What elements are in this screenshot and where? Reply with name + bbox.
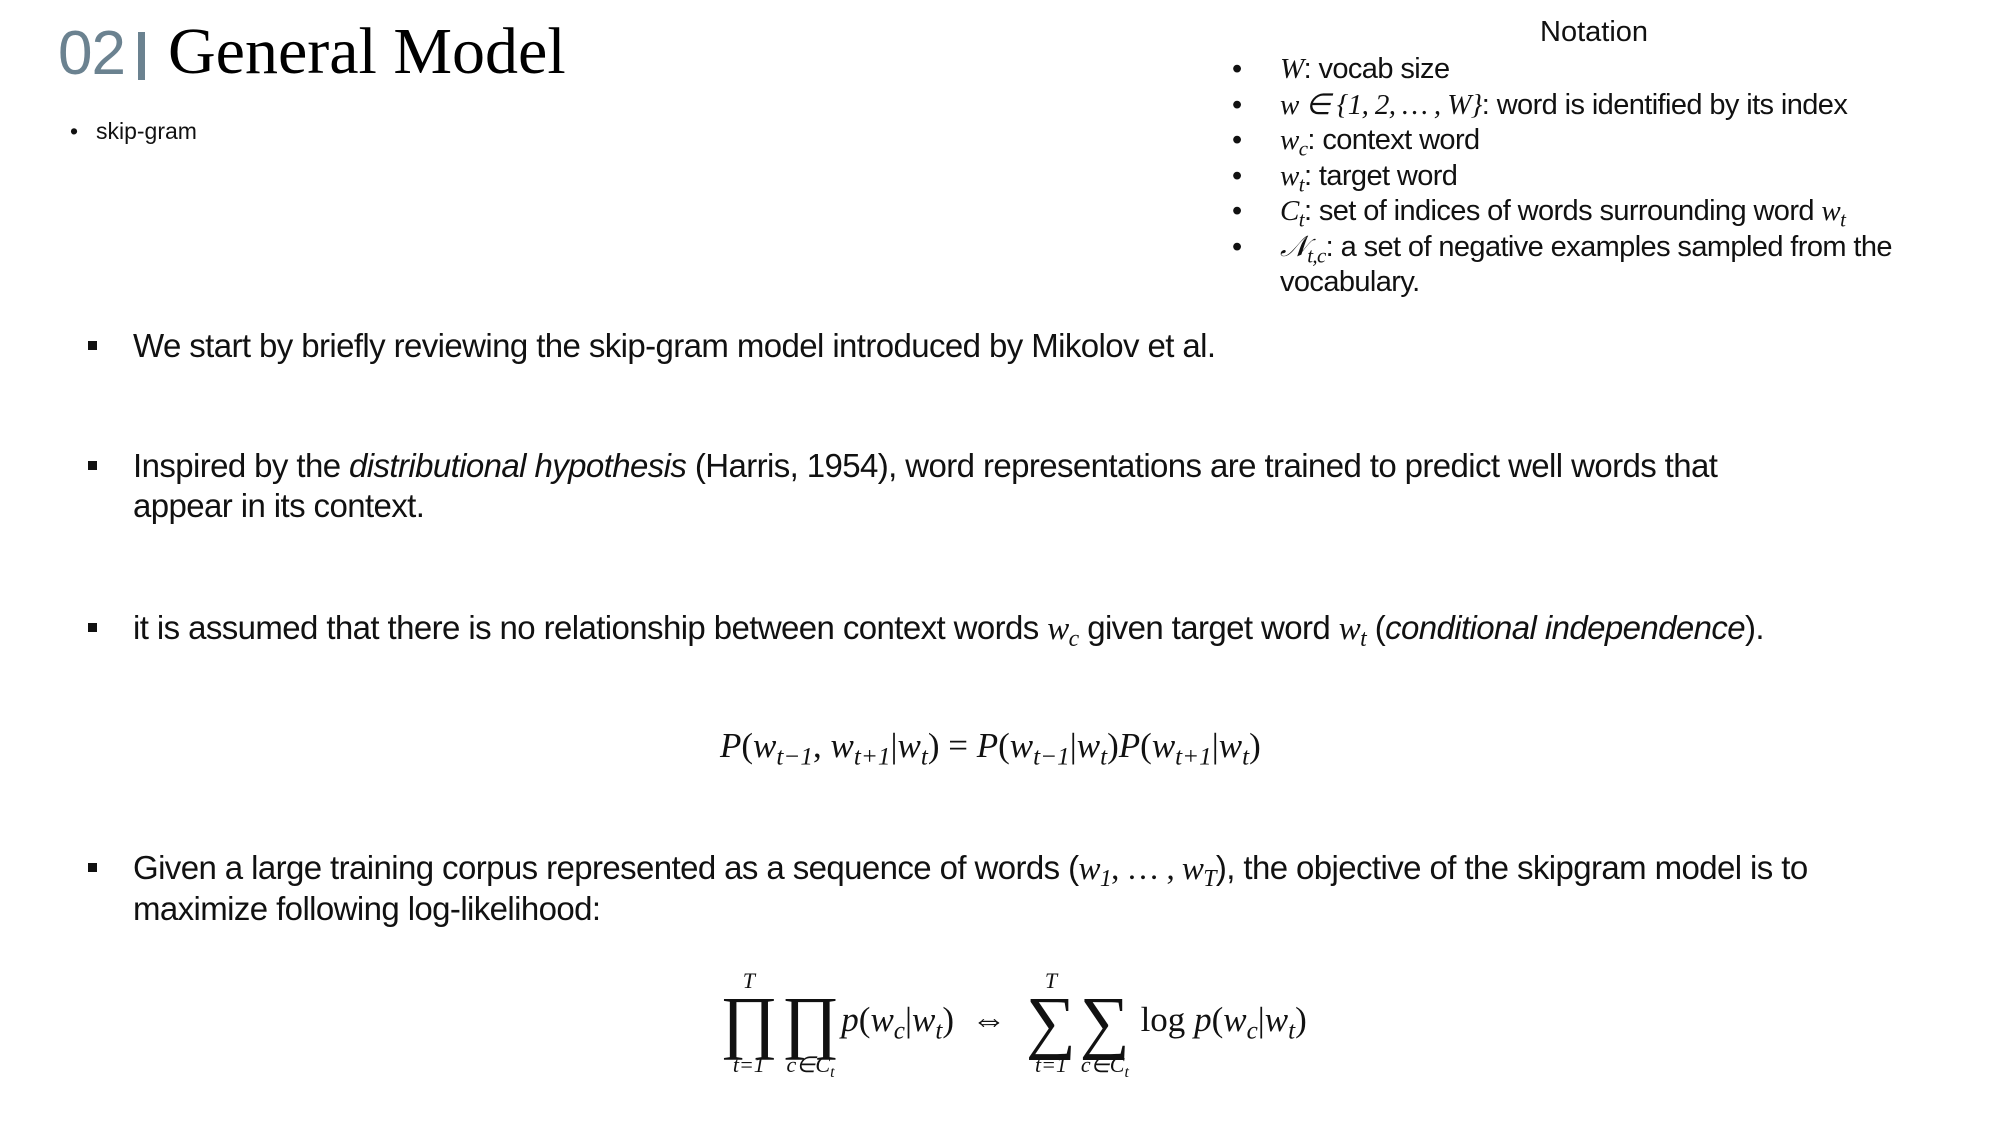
symbol: w	[1280, 159, 1299, 192]
symbol: C	[1280, 195, 1299, 227]
bullet-text: Given a large training corpus represente…	[133, 848, 1808, 929]
symbol: w	[1280, 124, 1299, 156]
bullet-text: We start by briefly reviewing the skip-g…	[133, 327, 1216, 364]
math-symbol: 𝒩t,c	[1280, 230, 1326, 266]
title-divider	[138, 32, 145, 80]
math-wt: wt	[1338, 611, 1367, 653]
item-text: : context word	[1307, 124, 1480, 156]
symbol: w	[1821, 195, 1841, 227]
formula-conditional-independence: P(wt−1, wt+1|wt) = P(wt−1|wt)P(wt+1|wt)	[720, 726, 1261, 771]
emphasis: conditional independence	[1385, 609, 1746, 646]
notation-title: Notation	[1540, 16, 1649, 48]
list-item: • wc: context word	[1232, 123, 1892, 159]
bullet-3: it is assumed that there is no relations…	[88, 608, 1765, 653]
item-text: : set of indices of words surrounding wo…	[1303, 195, 1822, 227]
text: ), the objective of the skipgram model i…	[1215, 849, 1808, 886]
product-operator: T∏t=1	[720, 968, 778, 1077]
item-text: : word is identified by its index	[1481, 88, 1848, 121]
square-bullet-icon	[88, 461, 97, 470]
notation-list: • W: vocab size • w ∈ {1, 2, … , W}: word …	[1232, 52, 1892, 301]
text: Given a large training corpus represente…	[133, 849, 1079, 886]
square-bullet-icon	[88, 863, 97, 872]
bullet-icon: •	[70, 118, 79, 144]
list-item: • 𝒩t,c: a set of negative examples sample…	[1232, 230, 1892, 301]
formula-1: P	[720, 726, 742, 765]
text: appear in its context.	[133, 487, 425, 524]
emphasis: distributional hypothesis	[349, 447, 687, 484]
subscript: t	[1298, 171, 1305, 196]
subscript: t,c	[1307, 242, 1326, 267]
text: maximize following log-likelihood:	[133, 890, 601, 927]
bullet-icon: •	[1232, 124, 1242, 156]
sum-operator: ∑c∈Ct	[1079, 984, 1130, 1081]
text: (Harris, 1954), word representations are…	[686, 447, 1718, 484]
text: given target word	[1078, 609, 1339, 646]
text: Inspired by the	[133, 447, 350, 484]
square-bullet-icon	[88, 623, 97, 632]
math-symbol: wt	[1821, 195, 1846, 230]
symbol: 𝒩	[1280, 230, 1308, 263]
math-sequence: w1, … , wT	[1078, 851, 1216, 893]
section-number: 02	[58, 19, 126, 88]
list-item: • wt: target word	[1232, 159, 1892, 195]
list-item: • W: vocab size	[1232, 52, 1892, 88]
list-item: •Ct: set of indices of words surrounding…	[1232, 194, 1892, 230]
item-text: : a set of negative examples sampled fro…	[1325, 230, 1893, 263]
bullet-text: Inspired by the distributional hypothesi…	[133, 446, 1718, 526]
math-symbol: w ∈ {1, 2, … , W}	[1280, 88, 1482, 121]
item-text: : vocab size	[1303, 53, 1451, 85]
bullet-text: it is assumed that there is no relations…	[133, 609, 1765, 653]
subscript: t	[1298, 207, 1305, 232]
bullet-1: We start by briefly reviewing the skip-g…	[88, 326, 1216, 366]
item-text: vocabulary.	[1280, 266, 1420, 298]
product-operator: ∏c∈Ct	[781, 984, 840, 1081]
sum-operator: T∑t=1	[1026, 968, 1076, 1077]
math-symbol: wt	[1280, 159, 1305, 195]
bullet-icon: •	[1232, 230, 1242, 263]
subtitle-bullet: • skip-gram	[70, 118, 197, 145]
bullet-2: Inspired by the distributional hypothesi…	[88, 446, 1718, 526]
math-symbol: wc	[1280, 124, 1308, 159]
subscript: t	[1840, 207, 1846, 232]
page-title: General Model	[168, 15, 566, 88]
math-symbol: Ct	[1280, 195, 1305, 230]
subtitle-text: skip-gram	[96, 118, 197, 144]
bullet-icon: •	[1232, 53, 1242, 85]
bullet-icon: •	[1232, 88, 1242, 121]
text: it is assumed that there is no relations…	[133, 609, 1048, 646]
subscript: c	[1298, 136, 1308, 161]
bullet-icon: •	[1232, 159, 1242, 192]
bullet-icon: •	[1232, 195, 1242, 227]
list-item: • w ∈ {1, 2, … , W}: word is identified b…	[1232, 88, 1892, 124]
square-bullet-icon	[88, 341, 97, 350]
math-symbol: W	[1280, 53, 1304, 85]
item-text: : target word	[1303, 159, 1458, 192]
bullet-4: Given a large training corpus represente…	[88, 848, 1808, 929]
math-wc: wc	[1047, 611, 1079, 653]
